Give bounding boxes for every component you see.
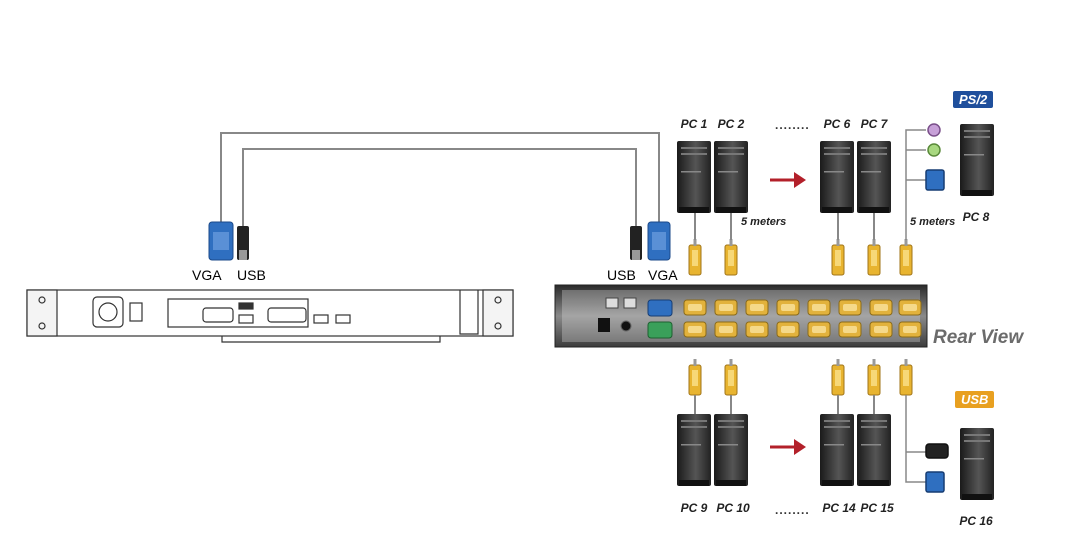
top-red-arrow [770, 172, 806, 188]
pc-label: PC 1 [680, 117, 708, 131]
console-cables [220, 132, 660, 226]
pc-label: PC 10 [716, 501, 750, 515]
left-usb-label: USB [237, 267, 266, 283]
cable-length-label: 5 meters [741, 216, 787, 228]
bottom-cable-connectors [688, 358, 913, 414]
pc-label: PC 15 [860, 501, 894, 515]
pc-label: PC 2 [717, 117, 745, 131]
top-pc-towers [677, 124, 994, 213]
top-ellipsis: ........ [775, 118, 810, 132]
pc-label: PC 8 [962, 210, 990, 224]
left-usb-plug [237, 226, 249, 260]
right-vga-plug [647, 221, 671, 261]
pc-label: PC 14 [822, 501, 856, 515]
bottom-red-arrow [770, 439, 806, 455]
left-vga-label: VGA [192, 267, 222, 283]
rear-view-label: Rear View [933, 327, 1024, 348]
pc-label: PC 16 [959, 514, 993, 528]
kvm-switch-rear-panel [554, 284, 928, 348]
ps2-cable [905, 123, 945, 240]
bottom-ellipsis: ........ [775, 503, 810, 517]
left-vga-plug [208, 221, 234, 261]
cable-length-label: 5 meters [910, 216, 956, 228]
pc-label: PC 9 [680, 501, 708, 515]
ps2-badge: PS/2 [953, 91, 994, 108]
top-cable-connectors [688, 213, 913, 276]
right-vga-label: VGA [648, 267, 678, 283]
right-usb-plug [630, 226, 642, 260]
pc-label: PC 7 [860, 117, 888, 131]
pc-label: PC 6 [823, 117, 851, 131]
console-unit-rear [26, 289, 514, 343]
usb-cable [905, 395, 949, 493]
right-usb-label: USB [607, 267, 636, 283]
usb-badge: USB [955, 391, 995, 408]
